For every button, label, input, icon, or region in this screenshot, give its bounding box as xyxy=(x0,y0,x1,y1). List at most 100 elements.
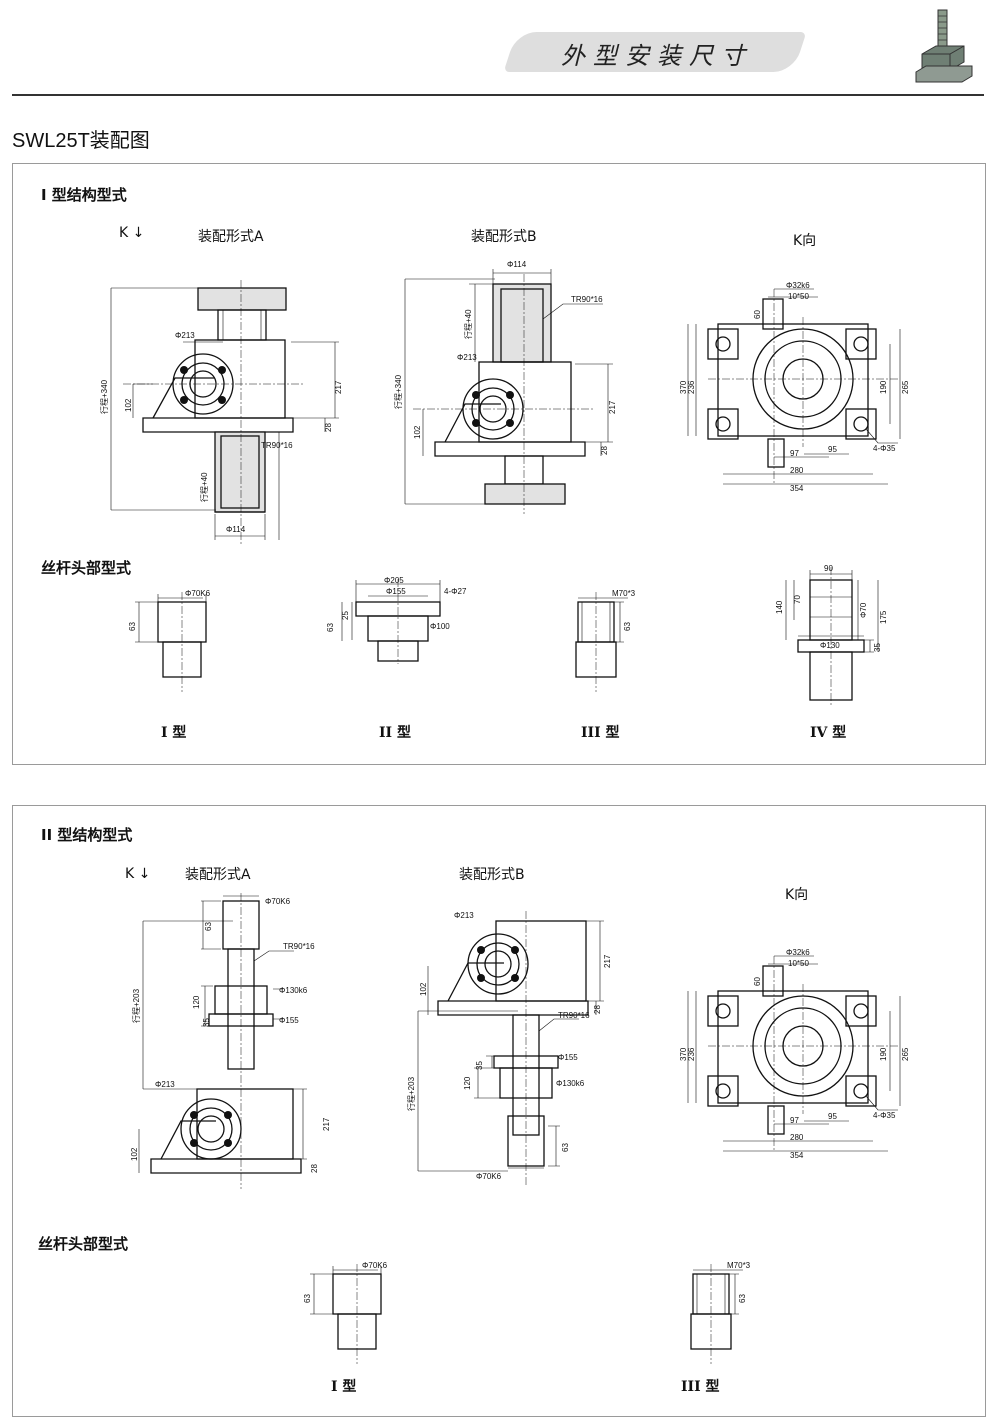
dim-k10: 10*50 xyxy=(788,292,809,301)
dim-35: 35 xyxy=(475,1061,484,1070)
dim-280: 280 xyxy=(790,466,804,475)
dim-stroke-bottom: 行程+40 xyxy=(199,472,209,502)
dim-102: 102 xyxy=(124,398,133,412)
dim-354: 354 xyxy=(790,484,804,493)
k-view-label: K向 xyxy=(793,233,817,249)
dim-d32: Φ32k6 xyxy=(786,281,810,290)
dim-97: 97 xyxy=(790,449,799,458)
dim-217: 217 xyxy=(322,1117,331,1131)
k-direction-label: K ↓ xyxy=(125,866,151,882)
dim-97: 97 xyxy=(790,1116,799,1125)
dim-d213: Φ213 xyxy=(457,353,477,362)
dim-35: 35 xyxy=(202,1018,211,1027)
dim-120: 120 xyxy=(192,995,201,1009)
dim-70: 70 xyxy=(793,595,802,604)
head-type-1-label: I 型 xyxy=(331,1379,357,1395)
dim-140: 140 xyxy=(775,600,784,614)
head-type-1-label: I 型 xyxy=(161,725,187,741)
assembly-a-label: 装配形式A xyxy=(185,867,251,883)
dim-370: 370 xyxy=(679,1047,688,1061)
dim-280: 280 xyxy=(790,1133,804,1142)
assembly-b-drawing: Φ213 217 102 28 TR90*16 35 Φ155 行程+203 1… xyxy=(406,911,612,1186)
dim-m70: M70*3 xyxy=(612,589,636,598)
dim-d32: Φ32k6 xyxy=(786,948,810,957)
dim-354: 354 xyxy=(790,1151,804,1160)
dim-190: 190 xyxy=(879,1047,888,1061)
dim-tr: TR90*16 xyxy=(261,441,293,450)
dim-d205: Φ205 xyxy=(384,576,404,585)
dim-63: 63 xyxy=(303,1294,312,1303)
head-type-2-label: II 型 xyxy=(379,725,411,741)
header-divider xyxy=(12,94,984,96)
dim-tr: TR90*16 xyxy=(558,1011,590,1020)
dim-60: 60 xyxy=(753,310,762,319)
section-title: II 型结构型式 xyxy=(41,826,133,844)
dim-90: 90 xyxy=(824,564,833,573)
dim-d100: Φ100 xyxy=(430,622,450,631)
head-type-1-drawing: Φ70K6 63 xyxy=(303,1261,388,1364)
dim-k10: 10*50 xyxy=(788,959,809,968)
k-view-drawing: Φ32k6 10*50 60 370 236 190 265 97 95 4-Φ… xyxy=(679,281,910,493)
k-view-label: K向 xyxy=(785,887,809,903)
assembly-b-label: 装配形式B xyxy=(471,229,537,245)
dim-holes: 4-Φ35 xyxy=(873,444,896,453)
dim-stroke: 行程+203 xyxy=(131,988,141,1023)
head-type-4-label: IV 型 xyxy=(810,725,847,741)
dim-25: 25 xyxy=(341,611,350,620)
head-type-2-drawing: Φ205 Φ155 4-Φ27 25 63 Φ100 xyxy=(326,576,467,664)
dim-d130: Φ130k6 xyxy=(556,1079,585,1088)
structure-type-2-panel: II 型结构型式 K ↓ 装配形式A 装配形式B K向 Φ70K6 63 TR9… xyxy=(12,805,986,1417)
dim-d155: Φ155 xyxy=(386,587,406,596)
dim-190: 190 xyxy=(879,380,888,394)
assembly-b-drawing: Φ114 行程+40 TR90*16 Φ213 行程+340 102 217 2… xyxy=(393,260,617,514)
assembly-b-label: 装配形式B xyxy=(459,867,525,883)
dim-217: 217 xyxy=(603,954,612,968)
dim-tr: TR90*16 xyxy=(283,942,315,951)
dim-tr: TR90*16 xyxy=(571,295,603,304)
assembly-a-label: 装配形式A xyxy=(198,229,264,245)
dim-265: 265 xyxy=(901,1047,910,1061)
head-type-3-label: III 型 xyxy=(581,725,620,741)
dim-28: 28 xyxy=(324,423,333,432)
dim-holes: 4-Φ35 xyxy=(873,1111,896,1120)
header-title: 外型安装尺寸 xyxy=(561,42,753,70)
page-subtitle: SWL25T装配图 xyxy=(12,130,150,152)
dim-217: 217 xyxy=(334,380,343,394)
dim-102: 102 xyxy=(130,1147,139,1161)
dim-d213: Φ213 xyxy=(175,331,195,340)
dim-d114: Φ114 xyxy=(226,525,246,534)
dim-d70: Φ70K6 xyxy=(185,589,211,598)
head-type-3-drawing: M70*3 63 xyxy=(575,589,636,692)
dim-d155: Φ155 xyxy=(558,1053,578,1062)
dim-236: 236 xyxy=(687,1047,696,1061)
dim-28: 28 xyxy=(600,446,609,455)
jack-product-icon xyxy=(915,9,973,83)
dim-370: 370 xyxy=(679,380,688,394)
dim-d213: Φ213 xyxy=(454,911,474,920)
dim-stroke: 行程+203 xyxy=(406,1076,416,1111)
dim-35: 35 xyxy=(873,643,882,652)
dim-holes: 4-Φ27 xyxy=(444,587,467,596)
dim-63: 63 xyxy=(561,1143,570,1152)
assembly-a-drawing: Φ213 行程+340 102 217 28 TR90*16 行程+40 Φ11… xyxy=(99,280,343,545)
dim-236: 236 xyxy=(687,380,696,394)
dim-d130: Φ130k6 xyxy=(279,986,308,995)
dim-d70: Φ70K6 xyxy=(265,897,291,906)
head-type-3-drawing: M70*3 63 xyxy=(690,1261,751,1364)
dim-63: 63 xyxy=(738,1294,747,1303)
dim-d130: Φ130 xyxy=(820,641,840,650)
head-type-3-label: III 型 xyxy=(681,1379,720,1395)
dim-d70: Φ70 xyxy=(859,602,868,618)
k-direction-label: K ↓ xyxy=(119,225,145,241)
dim-120: 120 xyxy=(463,1076,472,1090)
dim-217: 217 xyxy=(608,400,617,414)
dim-102: 102 xyxy=(413,425,422,439)
structure-type-1-panel: I 型结构型式 K ↓ 装配形式A 装配形式B K向 Φ213 行程+340 1… xyxy=(12,163,986,765)
head-section-title: 丝杆头部型式 xyxy=(41,559,132,577)
dim-63: 63 xyxy=(326,623,335,632)
k-view-drawing: Φ32k6 10*50 60 370 236 190 265 97 95 4-Φ… xyxy=(679,948,910,1160)
dim-28: 28 xyxy=(310,1164,319,1173)
dim-stroke-top: 行程+40 xyxy=(463,309,473,339)
dim-stroke-main: 行程+340 xyxy=(393,374,403,409)
dim-d155: Φ155 xyxy=(279,1016,299,1025)
